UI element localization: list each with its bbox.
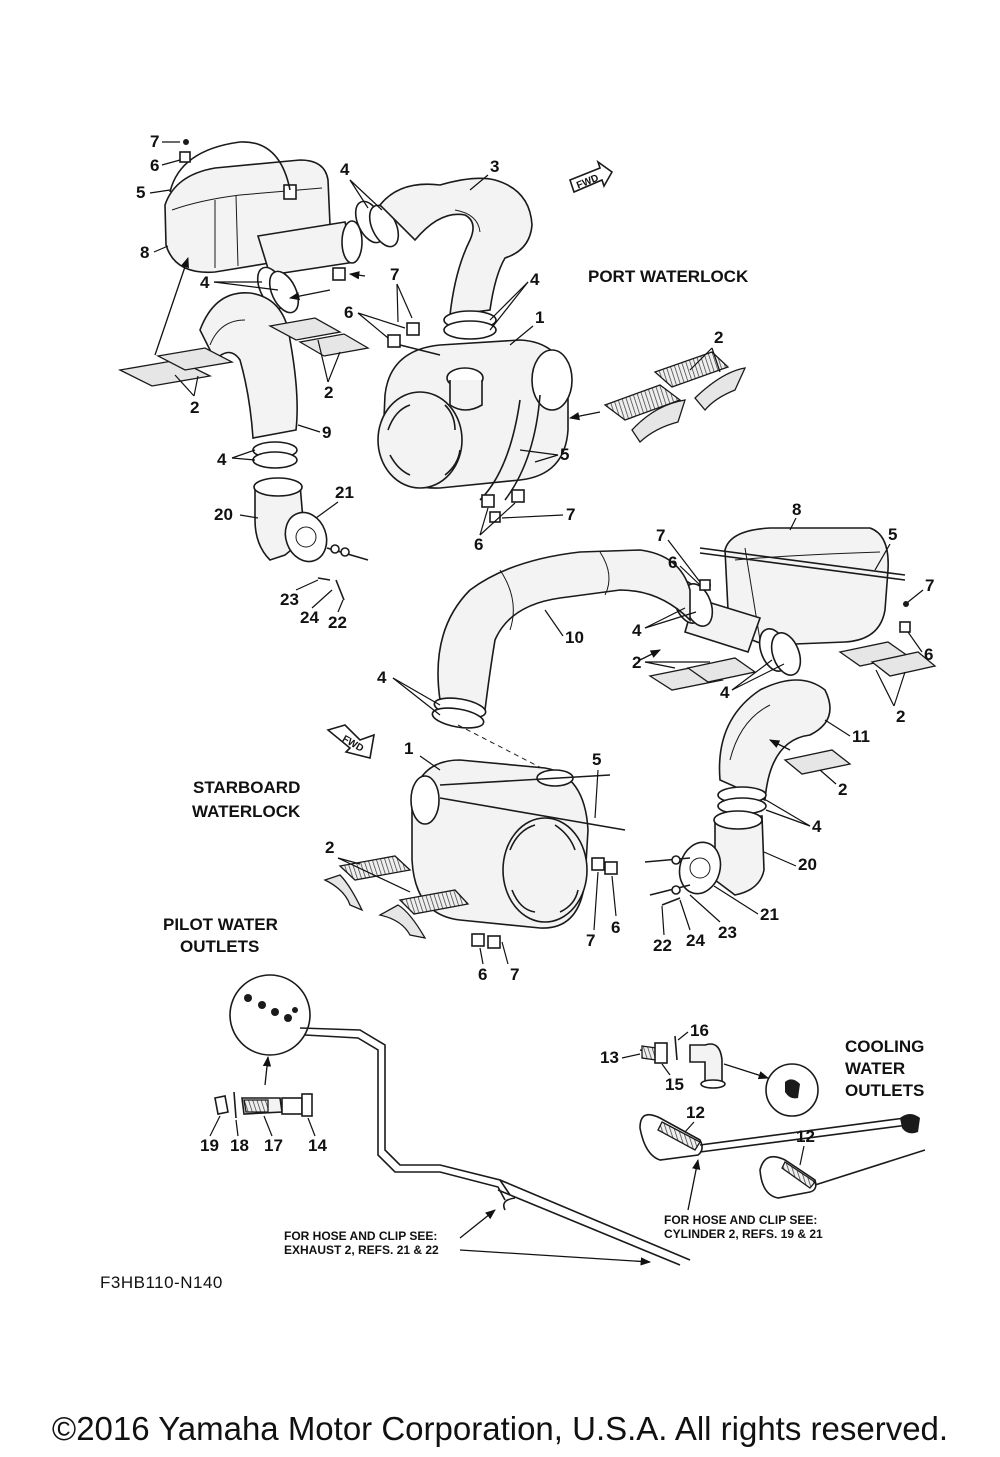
callout-stbd-4-lower: 4 (812, 817, 822, 836)
starboard-waterlock-canister (410, 759, 589, 929)
callout-port-7-mid: 7 (390, 265, 399, 284)
callout-stbd-6-lower: 6 (478, 965, 487, 984)
callout-stbd-11: 11 (852, 727, 870, 746)
callout-port-4-upper: 4 (340, 160, 350, 179)
starboard-hose-11 (718, 679, 831, 802)
callout-port-6-mid: 6 (344, 303, 353, 322)
starboard-hose-10 (437, 549, 691, 711)
callout-port-4-lower: 4 (217, 450, 227, 469)
starboard-fwd-arrow: FWD (326, 724, 376, 759)
note-exhaust-line1: FOR HOSE AND CLIP SEE: (284, 1229, 437, 1243)
callout-port-24: 24 (300, 608, 319, 627)
callout-stbd-2-lower: 2 (838, 780, 847, 799)
section-title-cooling-line3: OUTLETS (845, 1081, 924, 1100)
section-title-starboard-line1: STARBOARD (193, 778, 300, 797)
starboard-waterlock-group: FWD (323, 527, 937, 949)
callout-port-1: 1 (535, 308, 544, 327)
port-flange-21 (284, 511, 328, 563)
port-waterlock-group: FWD (117, 139, 747, 601)
port-fwd-arrow: FWD (569, 159, 614, 194)
callout-stbd-4-mid: 4 (632, 621, 642, 640)
callout-port-5: 5 (136, 183, 145, 202)
callout-port-8: 8 (140, 243, 149, 262)
callout-port-2-right: 2 (714, 328, 723, 347)
callout-port-22: 22 (328, 613, 347, 632)
callout-stbd-6-upper: 6 (668, 553, 677, 572)
callout-port-4-left: 4 (200, 273, 210, 292)
starboard-flange-21 (678, 841, 722, 895)
callout-stbd-6-mid: 6 (611, 918, 620, 937)
section-title-cooling-line2: WATER (845, 1059, 905, 1078)
callout-port-20: 20 (214, 505, 233, 524)
callout-stbd-2-pads: 2 (325, 838, 334, 857)
pilot-water-outlets-group (214, 974, 691, 1266)
callout-labels: 7 6 5 8 4 3 4 4 7 6 1 2 2 2 9 (136, 132, 934, 1166)
port-hose-9 (199, 292, 298, 439)
callout-stbd-21: 21 (760, 905, 779, 924)
callout-port-3: 3 (490, 157, 499, 176)
callout-port-21: 21 (335, 483, 354, 502)
callout-port-2-mid: 2 (324, 383, 333, 402)
callout-stbd-6-right: 6 (924, 645, 933, 664)
callout-cooling-12-right: 12 (796, 1127, 815, 1146)
callout-stbd-5: 5 (888, 525, 897, 544)
callout-port-23: 23 (280, 590, 299, 609)
cooling-water-outlets-group (639, 1035, 926, 1211)
callout-stbd-4-left: 4 (377, 668, 387, 687)
callout-stbd-1: 1 (404, 739, 413, 758)
callout-stbd-22: 22 (653, 936, 672, 955)
port-hose-3 (378, 177, 533, 316)
callout-port-7-lower: 7 (566, 505, 575, 524)
callout-stbd-2-right: 2 (896, 707, 905, 726)
callout-port-6: 6 (150, 156, 159, 175)
callout-stbd-20: 20 (798, 855, 817, 874)
callout-outlet-14: 14 (308, 1136, 327, 1155)
callout-stbd-23: 23 (718, 923, 737, 942)
section-title-starboard-line2: WATERLOCK (192, 802, 301, 821)
section-title-cooling-line1: COOLING (845, 1037, 924, 1056)
note-exhaust-line2: EXHAUST 2, REFS. 21 & 22 (284, 1243, 439, 1257)
callout-cooling-13: 13 (600, 1048, 619, 1067)
callout-stbd-8: 8 (792, 500, 801, 519)
svg-text:FWD: FWD (575, 173, 600, 192)
callout-stbd-7-mid: 7 (586, 931, 595, 950)
callout-stbd-24: 24 (686, 931, 705, 950)
callout-outlet-17: 17 (264, 1136, 283, 1155)
port-waterlock-canister (377, 339, 573, 489)
section-title-port-waterlock: PORT WATERLOCK (588, 267, 749, 286)
callout-stbd-7-lower: 7 (510, 965, 519, 984)
callout-stbd-10: 10 (565, 628, 584, 647)
section-title-pilot-line2: OUTLETS (180, 937, 259, 956)
port-muffler-strap (169, 141, 291, 193)
callout-stbd-5-lower: 5 (592, 750, 601, 769)
callout-cooling-16: 16 (690, 1021, 709, 1040)
callout-port-5-lower: 5 (560, 445, 569, 464)
callout-port-4-right: 4 (530, 270, 540, 289)
callout-stbd-7-upper: 7 (656, 526, 665, 545)
callout-port-6-lower: 6 (474, 535, 483, 554)
starboard-elbow-20 (714, 815, 765, 896)
callout-outlet-18: 18 (230, 1136, 249, 1155)
callout-cooling-12-left: 12 (686, 1103, 705, 1122)
diagram-code: F3HB110-N140 (100, 1273, 223, 1292)
callout-port-9: 9 (322, 423, 331, 442)
callout-outlet-19: 19 (200, 1136, 219, 1155)
callout-stbd-7-right: 7 (925, 576, 934, 595)
callout-stbd-2-left: 2 (632, 653, 641, 672)
callout-cooling-15: 15 (665, 1075, 684, 1094)
callout-port-2-left: 2 (190, 398, 199, 417)
callout-port-7: 7 (150, 132, 159, 151)
note-cylinder-line2: CYLINDER 2, REFS. 19 & 21 (664, 1227, 823, 1241)
callout-stbd-4-right: 4 (720, 683, 730, 702)
note-cylinder-line1: FOR HOSE AND CLIP SEE: (664, 1213, 817, 1227)
copyright-notice: ©2016 Yamaha Motor Corporation, U.S.A. A… (51, 1410, 949, 1447)
section-title-pilot-line1: PILOT WATER (163, 915, 278, 934)
